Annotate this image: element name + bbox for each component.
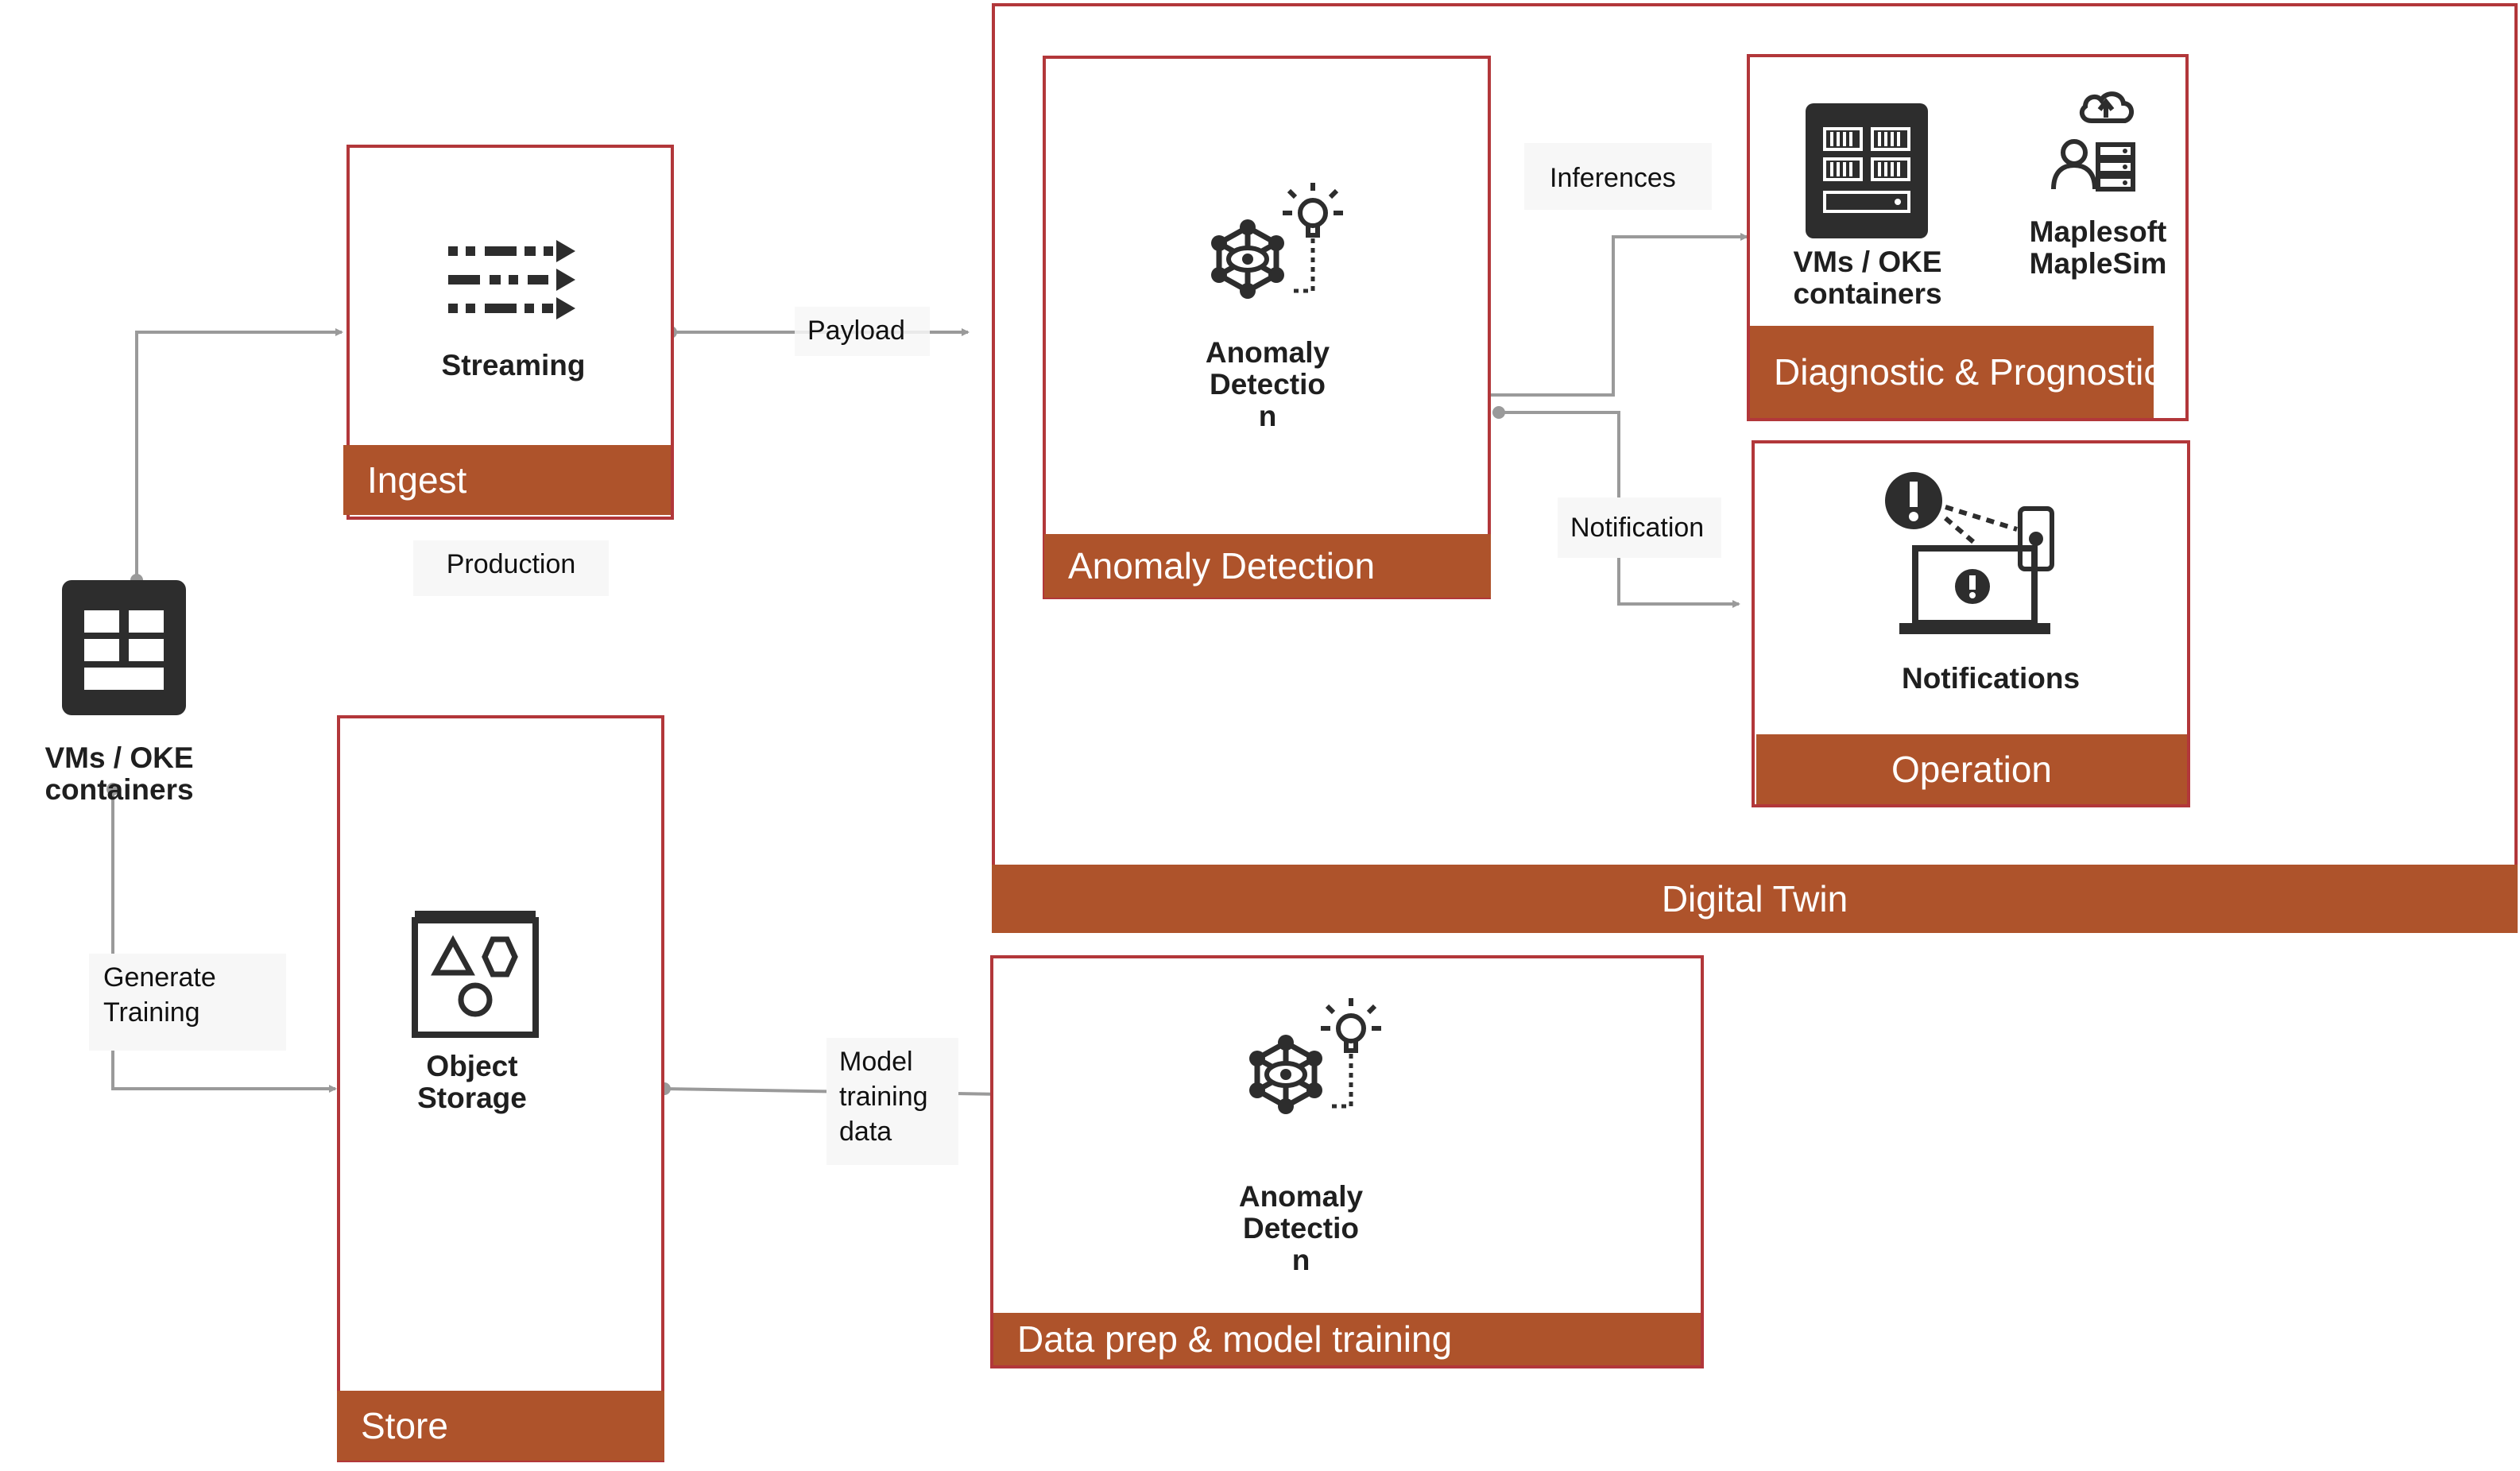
streaming-label: Streaming — [441, 349, 586, 381]
wire-inferences — [1475, 233, 1748, 397]
data-prep-band: Data prep & model training — [993, 1313, 1701, 1365]
source-vms-label: VMs / OKE containers — [45, 741, 194, 806]
generate-training-label: Generate Training — [89, 954, 286, 1051]
ingest-band: Ingest — [343, 445, 671, 515]
diag-vms-label: VMs / OKE containers — [1793, 246, 1942, 310]
wire-generate-training — [111, 789, 337, 1093]
anomaly-detection-group — [1043, 56, 1491, 599]
anomaly-ai-icon — [1211, 183, 1343, 299]
anomaly-training-label: Anomaly Detectio n — [1238, 1180, 1364, 1276]
simulation-cloud-user-icon — [2051, 91, 2135, 192]
ingest-label: Ingest — [367, 459, 467, 501]
model-training-label: Model training data — [826, 1038, 958, 1165]
operation-band: Operation — [1756, 734, 2187, 804]
streaming-icon — [448, 240, 575, 319]
data-prep-group — [990, 955, 1704, 1368]
wire-dot — [1492, 406, 1505, 419]
production-note: Production — [413, 540, 609, 596]
object-storage-label: Object Storage — [417, 1050, 527, 1114]
wire-dot — [106, 783, 119, 796]
server-rack-icon — [1806, 103, 1928, 238]
payload-label: Payload — [795, 307, 930, 356]
alert-devices-icon — [1885, 472, 2054, 634]
digital-twin-label: Digital Twin — [1661, 878, 1848, 919]
store-group — [337, 715, 664, 1462]
digital-twin-band: Digital Twin — [992, 865, 2518, 933]
maplesim-label: Maplesoft MapleSim — [2029, 215, 2167, 280]
inferences-label: Inferences — [1524, 143, 1712, 210]
store-band: Store — [337, 1391, 664, 1461]
operation-label: Operation — [1891, 749, 2052, 790]
notification-label: Notification — [1558, 497, 1721, 558]
data-prep-label: Data prep & model training — [1017, 1318, 1453, 1360]
anomaly-ai-icon — [1249, 998, 1381, 1114]
anomaly-main-label: Anomaly Detectio n — [1205, 336, 1330, 432]
diagnostic-band: Diagnostic & Prognostic — [1750, 326, 2162, 418]
notifications-label: Notifications — [1901, 662, 2081, 695]
anomaly-detection-label: Anomaly Detection — [1068, 545, 1376, 586]
wire-vms-to-ingest — [135, 328, 343, 580]
object-storage-icon — [412, 911, 539, 1038]
store-label: Store — [361, 1405, 448, 1446]
grid-container-icon — [62, 580, 186, 715]
anomaly-detection-band: Anomaly Detection — [1044, 534, 1491, 598]
diagnostic-label: Diagnostic & Prognostic — [1774, 351, 2162, 393]
